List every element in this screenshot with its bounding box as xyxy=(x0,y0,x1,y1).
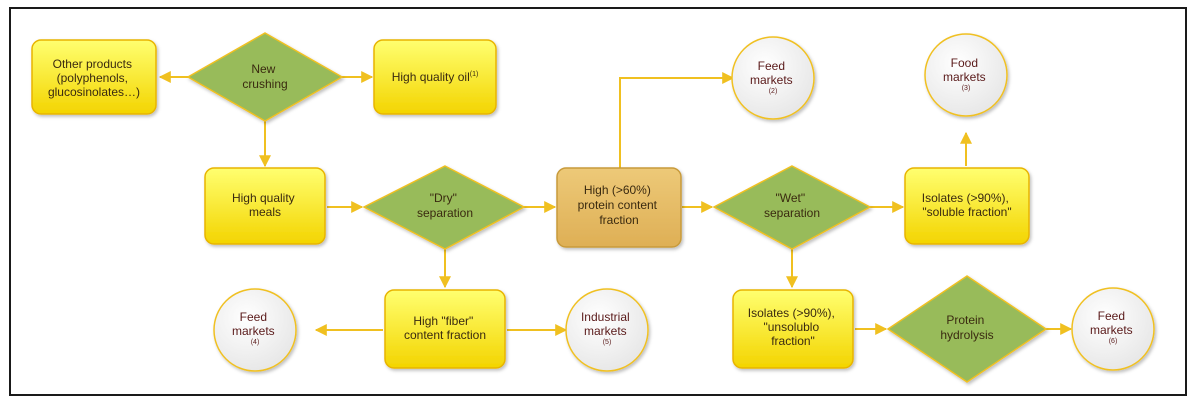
other-products-line-3: glucosinolates…) xyxy=(48,85,140,99)
industrial-markets-line-1: Industrial xyxy=(581,310,630,324)
isolates-unsoluble-line-2: "unsolublo xyxy=(764,320,820,334)
svg-text:New crushing: New crushing xyxy=(242,62,287,91)
svg-text:High (>60%) protein cont: High (>60%) protein content fraction xyxy=(578,183,661,227)
svg-text:Industrial markets: Industrial markets (5) xyxy=(581,310,633,346)
svg-text:Feed markets (4): Feed markets (4) xyxy=(232,310,278,346)
svg-text:Feed markets (2): Feed markets (2) xyxy=(750,59,796,95)
food-markets-3-line-2: markets xyxy=(943,70,986,84)
feed-markets-6-note: (6) xyxy=(1109,338,1118,345)
svg-text:Protein hydrolysis: Protein hydrolysis xyxy=(940,313,993,342)
svg-text:Other products (polyphen: Other products (polyphenols, glucosinola… xyxy=(48,57,140,99)
node-feed-markets-2: Feed markets (2) xyxy=(731,36,815,120)
high-quality-oil-label: High quality oil xyxy=(392,70,470,84)
node-isolates-unsoluble: Isolates (>90%), "unsolublo fraction" xyxy=(732,289,854,369)
svg-text:Food markets (3): Food markets (3) xyxy=(943,56,989,92)
feed-markets-6-line-2: markets xyxy=(1090,323,1133,337)
svg-text:Isolates (>90%), "solubl: Isolates (>90%), "soluble fraction" xyxy=(922,191,1012,219)
feed-markets-6-line-1: Feed xyxy=(1098,309,1125,323)
node-new-crushing: New crushing xyxy=(186,32,344,122)
feed-markets-2-note: (2) xyxy=(769,88,778,95)
protein-hydrolysis-line-1: Protein xyxy=(946,313,984,327)
high-quality-meals-line-1: High quality xyxy=(232,191,295,205)
connectors xyxy=(158,71,1073,336)
high-protein-line-2: protein content xyxy=(578,198,658,212)
high-quality-meals-line-2: meals xyxy=(249,205,281,219)
node-feed-markets-4: Feed markets (4) xyxy=(213,288,297,372)
wet-separation-line-1: "Wet" xyxy=(776,191,806,205)
svg-text:High quality oil(1): High quality oil(1) xyxy=(392,70,479,84)
high-protein-line-3: fraction xyxy=(599,213,638,227)
wet-separation-line-2: separation xyxy=(764,206,820,220)
node-high-fiber-fraction: High "fiber" content fraction xyxy=(384,289,506,369)
industrial-markets-note: (5) xyxy=(603,339,612,346)
food-markets-3-note: (3) xyxy=(962,85,971,92)
svg-text:Feed markets (6): Feed markets (6) xyxy=(1090,309,1136,345)
node-high-quality-oil: High quality oil(1) xyxy=(373,39,497,115)
node-other-products: Other products (polyphenols, glucosinola… xyxy=(31,39,157,115)
node-protein-hydrolysis: Protein hydrolysis xyxy=(886,275,1048,383)
new-crushing-line-1: New xyxy=(251,62,275,76)
arrow-protein-to-feed-2 xyxy=(619,72,735,168)
isolates-unsoluble-line-1: Isolates (>90%), xyxy=(748,306,835,320)
svg-text:High quality meals: High quality meals xyxy=(232,191,298,219)
node-high-protein-fraction: High (>60%) protein content fraction xyxy=(556,167,682,248)
isolates-unsoluble-line-3: fraction" xyxy=(771,334,815,348)
isolates-soluble-line-2: "soluble fraction" xyxy=(922,205,1011,219)
svg-text:"Dry" separation: "Dry" separation xyxy=(417,191,473,220)
node-dry-separation: "Dry" separation xyxy=(362,165,526,250)
other-products-line-2: (polyphenols, xyxy=(57,71,128,85)
feed-markets-2-line-2: markets xyxy=(750,73,793,87)
node-feed-markets-6: Feed markets (6) xyxy=(1071,287,1155,371)
node-isolates-soluble: Isolates (>90%), "soluble fraction" xyxy=(904,167,1030,245)
high-protein-line-1: High (>60%) xyxy=(584,183,651,197)
feed-markets-2-line-1: Feed xyxy=(758,59,785,73)
high-fiber-line-1: High "fiber" xyxy=(413,314,473,328)
high-fiber-line-2: content fraction xyxy=(404,328,486,342)
node-wet-separation: "Wet" separation xyxy=(712,165,872,250)
dry-separation-line-1: "Dry" xyxy=(430,191,457,205)
other-products-line-1: Other products xyxy=(53,57,132,71)
dry-separation-line-2: separation xyxy=(417,206,473,220)
high-quality-oil-note: (1) xyxy=(470,71,479,78)
svg-text:"Wet" separation: "Wet" separation xyxy=(764,191,820,220)
feed-markets-4-line-2: markets xyxy=(232,324,275,338)
node-industrial-markets-5: Industrial markets (5) xyxy=(565,288,649,372)
food-markets-3-line-1: Food xyxy=(951,56,978,70)
node-food-markets-3: Food markets (3) xyxy=(924,33,1008,117)
feed-markets-4-line-1: Feed xyxy=(240,310,267,324)
svg-text:High "fiber" content fra: High "fiber" content fraction xyxy=(404,314,486,342)
industrial-markets-line-2: markets xyxy=(584,324,627,338)
protein-hydrolysis-line-2: hydrolysis xyxy=(940,328,993,342)
new-crushing-line-2: crushing xyxy=(242,77,287,91)
svg-text:Isolates (>90%), "unsolu: Isolates (>90%), "unsolublo fraction" xyxy=(748,306,838,348)
isolates-soluble-line-1: Isolates (>90%), xyxy=(922,191,1009,205)
feed-markets-4-note: (4) xyxy=(251,339,260,346)
node-high-quality-meals: High quality meals xyxy=(204,167,326,245)
